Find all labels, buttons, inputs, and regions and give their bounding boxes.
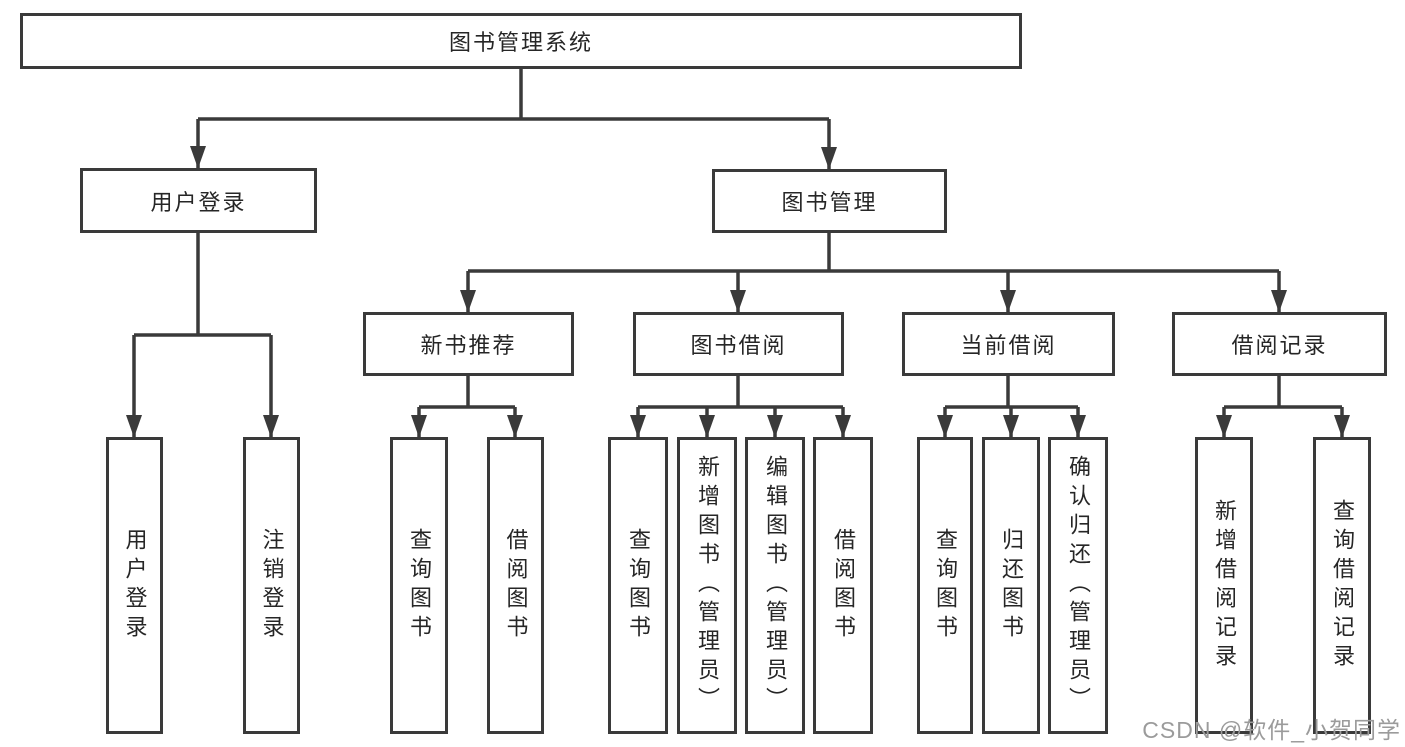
leaf-logout: 注销登录 — [243, 437, 300, 734]
node-book-management: 图书管理 — [712, 169, 947, 233]
leaf-borrowing-add-books-admin: 新增图书（管理员） — [677, 437, 737, 734]
leaf-records-add-borrow-record: 新增借阅记录 — [1195, 437, 1253, 734]
node-current-borrowing: 当前借阅 — [902, 312, 1115, 376]
leaf-borrowing-edit-books-admin: 编辑图书（管理员） — [745, 437, 805, 734]
leaf-current-return-books: 归还图书 — [982, 437, 1040, 734]
node-borrow-records: 借阅记录 — [1172, 312, 1387, 376]
csdn-watermark: CSDN @软件_小贺同学 — [1142, 717, 1401, 743]
leaf-newbook-borrow-books: 借阅图书 — [487, 437, 544, 734]
node-new-book-recommend: 新书推荐 — [363, 312, 574, 376]
leaf-records-query-borrow-record: 查询借阅记录 — [1313, 437, 1371, 734]
leaf-borrowing-borrow-books: 借阅图书 — [813, 437, 873, 734]
leaf-newbook-query-books: 查询图书 — [390, 437, 448, 734]
node-book-borrowing: 图书借阅 — [633, 312, 844, 376]
leaf-borrowing-query-books: 查询图书 — [608, 437, 668, 734]
leaf-current-confirm-return-admin: 确认归还（管理员） — [1048, 437, 1108, 734]
node-user-login: 用户登录 — [80, 168, 317, 233]
leaf-current-query-books: 查询图书 — [917, 437, 973, 734]
node-library-management-system: 图书管理系统 — [20, 13, 1022, 69]
leaf-user-login: 用户登录 — [106, 437, 163, 734]
